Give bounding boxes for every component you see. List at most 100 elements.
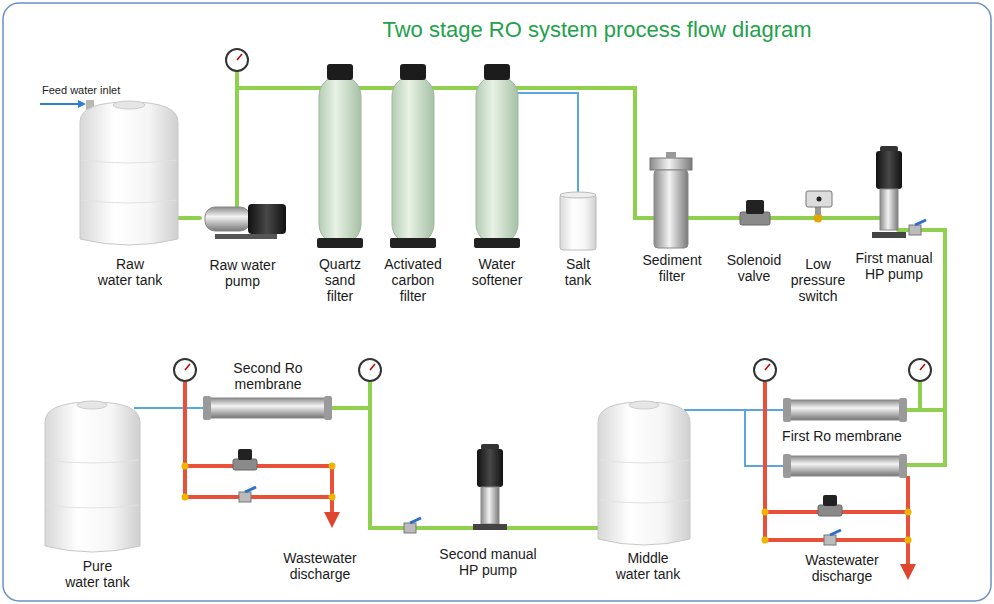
middle-water-tank-figure [598,402,690,545]
equipment-node: Raw water pump [195,195,290,295]
pure-water-tank-figure [46,460,139,508]
waste-pipe [183,382,187,497]
hp-pump-figure [872,232,906,238]
solenoid-valve-figure [746,200,764,214]
green-pipe [175,72,945,528]
middle-water-tank-figure [599,460,689,503]
salt-tank-figure [560,192,596,198]
pipe-fitting [329,494,336,501]
raw-water-tank-figure [113,101,145,109]
equipment-node: Raw water tank [72,98,188,294]
filter-vessel-figure [319,76,361,244]
ball-valve-figure [824,535,836,545]
ro-membrane-figure [203,396,907,478]
filter-vessel-figure [327,64,353,80]
equipment-node: Second manual HP pump [434,440,542,584]
raw-water-tank-figure [81,160,177,203]
filter-vessel-figure [484,64,510,80]
raw-water-tank-figure [80,102,178,245]
filter-vessel-figure [474,238,520,248]
pressure-gauge-figure [185,54,925,370]
ro-membrane-figure [785,400,905,420]
waste-pipe [906,476,910,572]
waste-pipe [330,466,334,520]
blue-pipe [134,407,157,409]
ball-valve-figure [404,523,416,533]
raw-water-pump-figure [248,204,286,234]
hp-pump-figure [481,487,499,524]
equipment-node: Middle water tank [592,398,704,592]
ball-valve-figure [245,487,256,492]
pipe-fitting [762,509,769,516]
ball-valve-figure [909,225,921,235]
equipment-node: Quartz sand filter [310,66,370,310]
ball-valve-figure [239,220,926,545]
ro-membrane-figure [783,454,791,478]
equipment-node: Water softener [464,66,530,306]
ro-membrane-figure [203,396,211,420]
hp-pump-figure [473,524,507,530]
waste-pipe [763,382,767,540]
pure-water-tank-figure [45,401,140,552]
green-pipe [368,382,372,408]
equipment-label: Salt tank [556,256,600,288]
raw-water-tank-figure [80,100,178,245]
ball-valve-figure [239,492,251,502]
ball-valve-figure [830,530,841,535]
pipe-fitting [762,537,769,544]
blue-pipe [40,103,82,105]
water-pipe [340,408,434,528]
filter-vessel-figure [400,64,426,80]
filter-vessel-figure [476,76,518,244]
pipe-fitting [905,537,912,544]
equipment-label: Low pressure switch [789,256,847,304]
salt-tank-figure [560,194,596,250]
water-pipe [155,407,196,409]
equipment-node: Salt tank [552,186,604,294]
pipe-fitting [905,509,912,516]
ball-valve-figure [410,518,421,523]
blue-pipe [684,409,706,411]
flow-label: Wastewater discharge [797,552,887,584]
waste-pipe [185,382,908,572]
solenoid-valve-figure [238,449,252,460]
green-pipe [175,216,200,220]
water-pipe [704,409,772,411]
equipment-node: First Ro membrane [772,394,912,482]
frame [3,3,991,601]
diagram-title: Two stage RO system process flow diagram [297,16,897,44]
equipment-node: Pure water tank [40,398,155,596]
filter-vessel-figure [390,238,436,248]
ro-membrane-figure [783,398,791,422]
pure-water-tank-figure [77,401,107,409]
raw-water-pump-figure [205,207,250,231]
hp-pump-figure [477,449,503,487]
equipment-node: Activated carbon filter [378,66,448,310]
filter-vessel-figure [392,76,434,244]
flow-label: Wastewater discharge [275,550,365,582]
green-pipe [918,382,922,410]
pressure-gauge-figure [174,49,931,381]
pressure-switch-figure [806,191,832,223]
pure-water-tank-figure [45,402,140,552]
pressure-switch-figure [806,191,832,207]
equipment-label: Solenoid valve [722,252,786,284]
hp-pump-figure [876,151,902,189]
equipment-node: Second Ro membrane [196,358,340,422]
green-pipe [235,195,239,207]
equipment-label: Raw water tank [97,256,163,288]
sediment-filter-figure [666,152,676,158]
equipment-label: Water softener [466,256,528,288]
sediment-filter-figure [650,152,692,248]
equipment-node: Sediment filter [638,150,706,290]
equipment-node: First manual HP pump [850,146,938,288]
middle-water-tank-figure [598,401,690,545]
equipment-label: Second Ro membrane [223,360,313,392]
green-pipe [235,72,239,88]
water-pipe [237,88,310,195]
solenoid-valve-figure [818,505,842,516]
hp-pump-figure [880,189,898,230]
solenoid-valve-figure [233,200,842,516]
